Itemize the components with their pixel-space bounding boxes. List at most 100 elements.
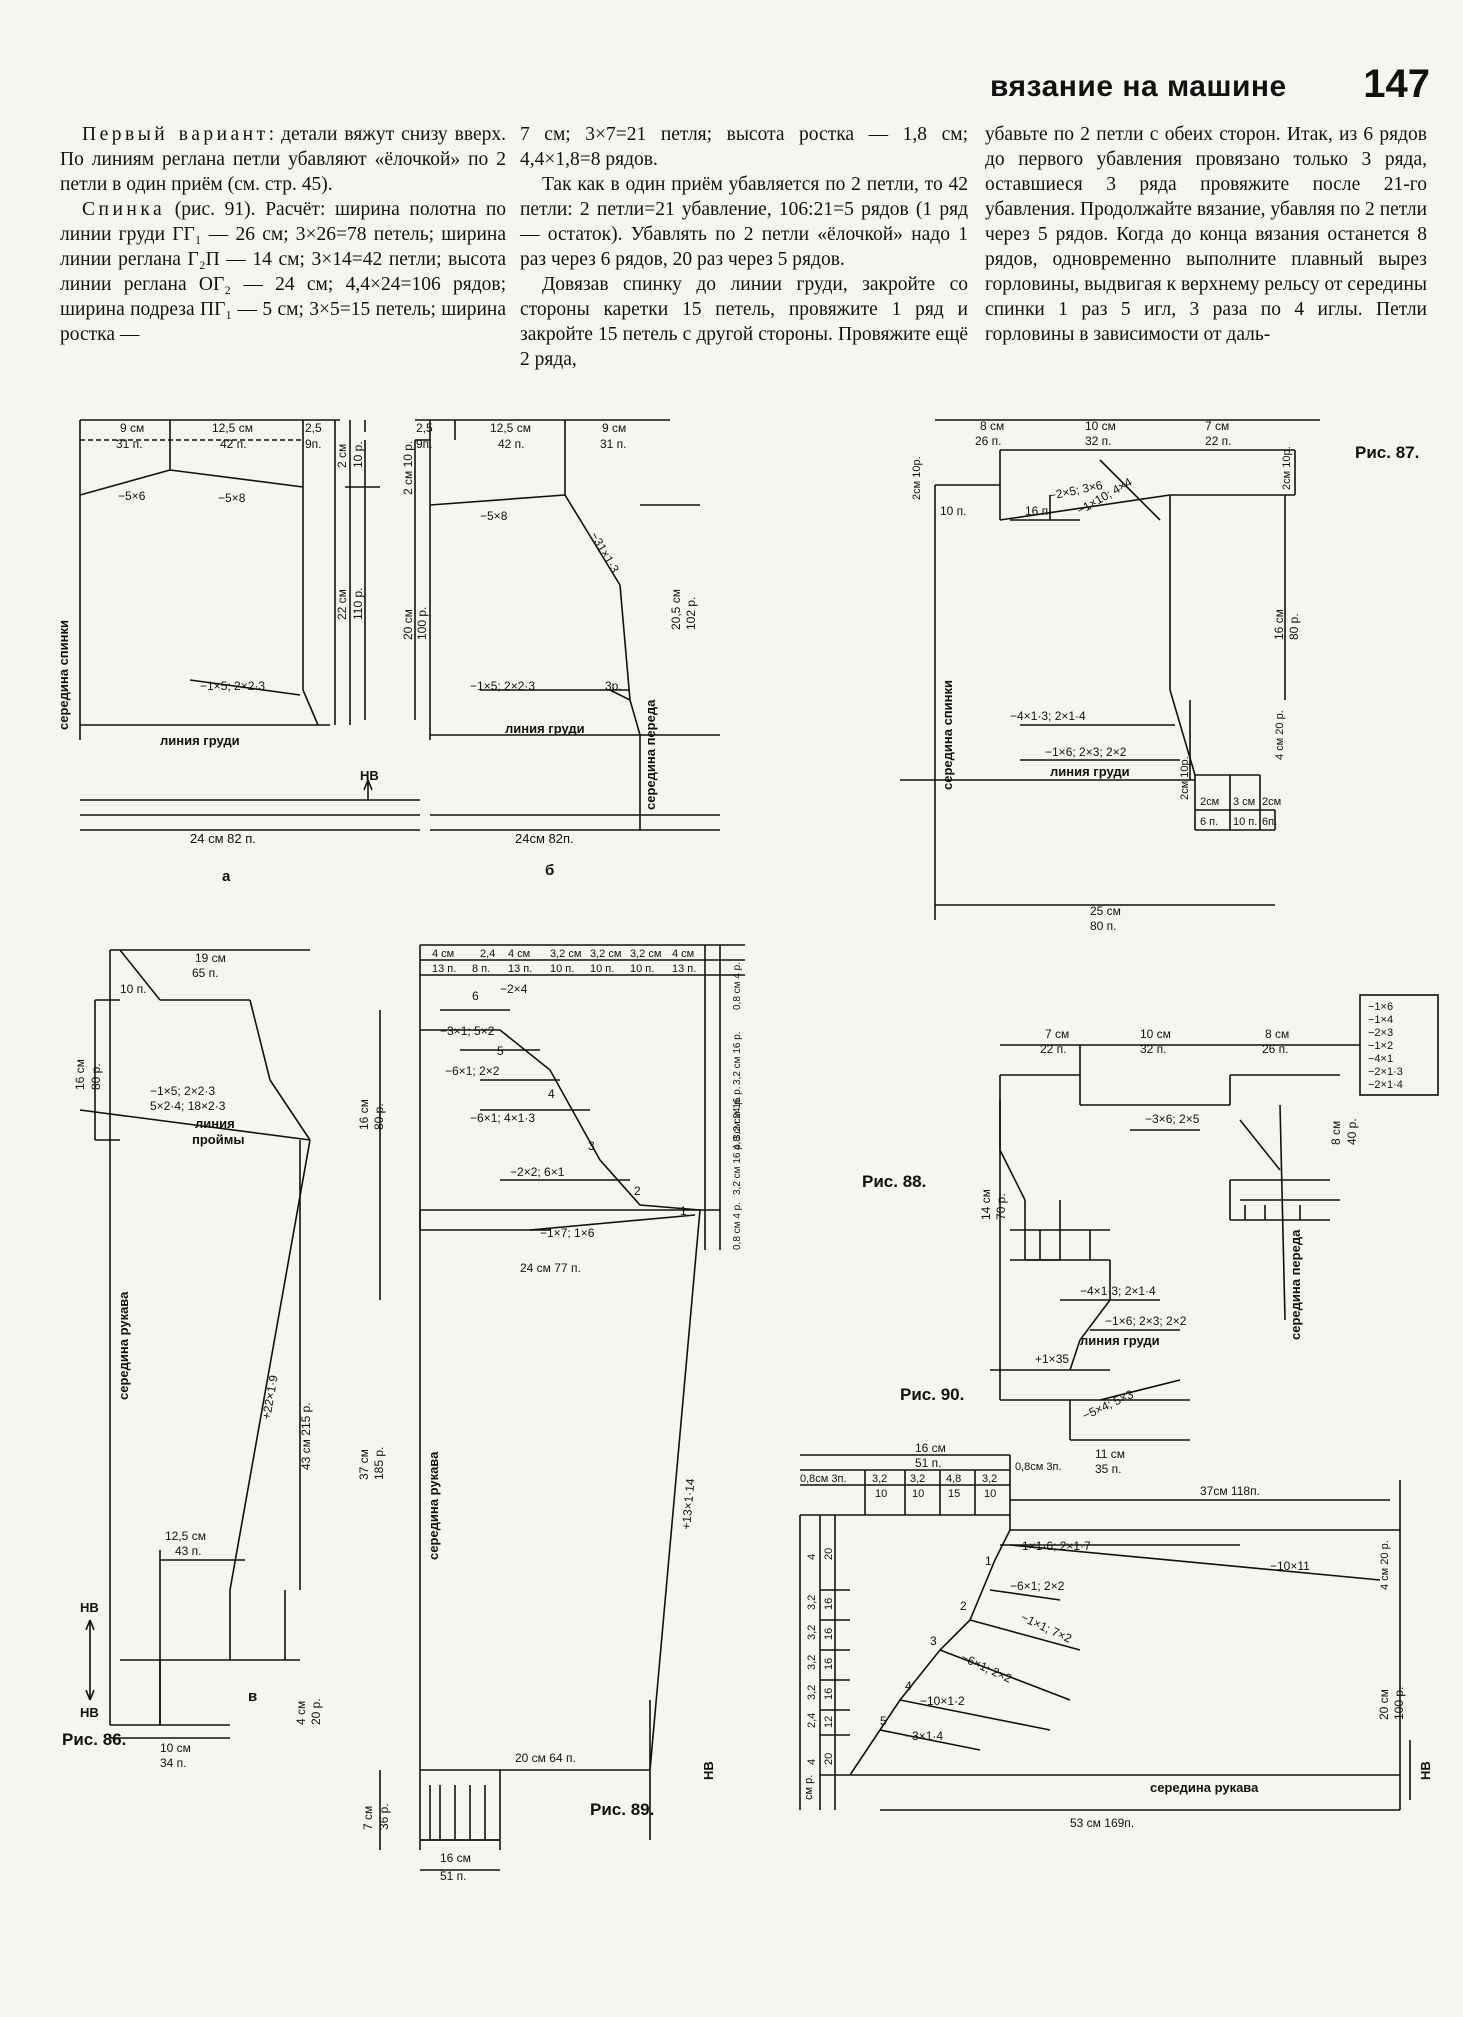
dim-label: 22 см: [335, 589, 349, 620]
decrease-label: −1×5; 2×2·3: [150, 1084, 215, 1098]
text-column-2: 7 см; 3×7=21 петля; высота ростка — 1,8 …: [520, 122, 968, 372]
subfigure-label: в: [248, 1688, 258, 1705]
dim-label: 20 р.: [309, 1698, 323, 1725]
dim-label: 9п.: [416, 437, 433, 451]
legend-item: −2×1·4: [1368, 1079, 1403, 1091]
dim-label: 2,5: [416, 421, 433, 435]
dim-label: 20,5 см: [669, 589, 683, 630]
dim-label: 3 см: [1233, 796, 1255, 808]
front-center-label: середина переда: [1288, 1229, 1303, 1340]
chest-line-label: линия груди: [1080, 1333, 1160, 1348]
nv-label: НВ: [701, 1761, 716, 1780]
dim-label: 70 р.: [994, 1193, 1008, 1220]
dim-label: 65 п.: [192, 966, 219, 980]
dim-label: 32 п.: [1085, 434, 1112, 448]
dim-label: 10 п.: [940, 504, 967, 518]
nv-label: НВ: [80, 1600, 99, 1615]
dim-label: 10: [912, 1488, 924, 1500]
decrease-label: −5×8: [480, 509, 508, 523]
dim-label: 3,2: [910, 1473, 925, 1485]
dim-label: 4,8 см 24 р.: [732, 1096, 743, 1150]
figure-88: 4 см 2,4 4 см 3,2 см 3,2 см 3,2 см 4 см …: [357, 944, 745, 1883]
figure-90: −1×6 −1×4 −2×3 −1×2 −4×1 −2×1·3 −2×1·4 7…: [979, 994, 1439, 1476]
dim-label: 10 см: [1085, 419, 1116, 433]
dim-label: 10: [875, 1488, 887, 1500]
step-number: 6: [472, 989, 479, 1003]
decrease-label: 5×2·4; 18×2·3: [150, 1099, 226, 1113]
decrease-label: −4×1·3; 2×1·4: [1010, 709, 1086, 723]
dim-label: 3,2: [806, 1685, 818, 1700]
dim-label: 2см 10р.: [911, 456, 923, 500]
page-header: вязание на машине 147: [990, 62, 1430, 118]
figure-89: 16 см 51 п. 0,8см 3п. 0,8см 3п. 3,2 3,2 …: [799, 1441, 1433, 1830]
figure-caption: Рис. 89.: [590, 1800, 655, 1819]
dim-label: 10 р.: [351, 441, 365, 468]
chest-line-label: линия груди: [505, 721, 585, 736]
dim-label: 185 р.: [372, 1447, 386, 1480]
decrease-label: −6×1; 4×1·3: [470, 1111, 535, 1125]
dim-label: 10: [984, 1488, 996, 1500]
dim-label: 22 п.: [1205, 434, 1232, 448]
dim-label: 10 п.: [1233, 816, 1257, 828]
dim-label: 26 п.: [1262, 1042, 1289, 1056]
dim-label: 13 п.: [432, 963, 456, 975]
dim-label: 2см: [1200, 796, 1219, 808]
dim-label: 16 см: [1272, 609, 1286, 640]
dim-label: 31 п.: [116, 437, 143, 451]
increase-label: +1×35: [1035, 1352, 1069, 1366]
dim-label: 20: [823, 1753, 835, 1765]
dim-label: 43 п.: [175, 1544, 202, 1558]
decrease-label: −5×4; 5×3: [1080, 1387, 1136, 1423]
dim-label: 4 см: [508, 948, 530, 960]
dim-label: 8 см: [1329, 1121, 1343, 1145]
sleeve-center-label: середина рукава: [1150, 1780, 1259, 1795]
dim-label: 16 см: [357, 1099, 371, 1130]
decrease-label: −6×1; 2×2: [445, 1064, 500, 1078]
dim-label: 34 п.: [160, 1756, 187, 1770]
nv-label: НВ: [80, 1705, 99, 1720]
legend-item: −2×1·3: [1368, 1066, 1403, 1078]
step-number: 2: [960, 1599, 967, 1613]
armhole-line-label: линия: [195, 1116, 235, 1131]
increase-label: +13×1·14: [679, 1478, 697, 1531]
chest-line-label: линия груди: [1050, 764, 1130, 779]
decrease-label: −5×6: [118, 489, 146, 503]
dim-label: 7 см: [1045, 1027, 1069, 1041]
decrease-label: −1×6; 2×3; 2×2: [1105, 1314, 1187, 1328]
decrease-label: −10×11: [1270, 1559, 1310, 1573]
dim-label: 10 п.: [630, 963, 654, 975]
dim-label: 12,5 см: [490, 421, 531, 435]
dim-label: 110 р.: [351, 588, 365, 620]
step-number: 5: [497, 1044, 504, 1058]
dim-label: 2см: [1262, 796, 1281, 808]
dim-label: 6 п.: [1200, 816, 1218, 828]
dim-label: 3,2: [806, 1595, 818, 1610]
dim-label: 100 р.: [1392, 1687, 1406, 1720]
decrease-label: −1×1·6; 2×1·7: [1015, 1539, 1091, 1553]
dim-label: 16: [823, 1628, 835, 1640]
dim-label: 3,2: [872, 1473, 887, 1485]
dim-label: 9п.: [305, 437, 322, 451]
dim-label: 51 п.: [915, 1456, 942, 1470]
dim-label: 80 р.: [89, 1063, 103, 1090]
decrease-label: −1×7; 1×6: [540, 1226, 595, 1240]
legend-item: −1×4: [1368, 1014, 1393, 1026]
dim-label: 20: [823, 1548, 835, 1560]
decrease-label: −10×1·2: [920, 1694, 965, 1708]
dim-label: 43 см 215 р.: [299, 1402, 313, 1470]
dim-label: 16: [823, 1688, 835, 1700]
dim-label: 100 р.: [415, 607, 429, 640]
dim-label: 16 п.: [1025, 504, 1052, 518]
dim-label: 0,8 см 4 р.: [732, 1202, 743, 1250]
dim-label: 24 см 82 п.: [190, 831, 256, 846]
step-number: 4: [548, 1087, 555, 1101]
dim-label: 0,8 см 4 р.: [732, 962, 743, 1010]
dim-label: 16: [823, 1598, 835, 1610]
figure-87: 8 см 26 п. 10 см 32 п. 7 см 22 п. 2см 10…: [900, 419, 1320, 933]
dim-label: 20 см: [1377, 1689, 1391, 1720]
step-number: 2: [634, 1184, 641, 1198]
dim-label: 37см 118п.: [1200, 1484, 1260, 1498]
dim-label: 22 п.: [1040, 1042, 1067, 1056]
decrease-label: −3×1; 5×2: [440, 1024, 495, 1038]
dim-label: 80 п.: [1090, 919, 1117, 933]
